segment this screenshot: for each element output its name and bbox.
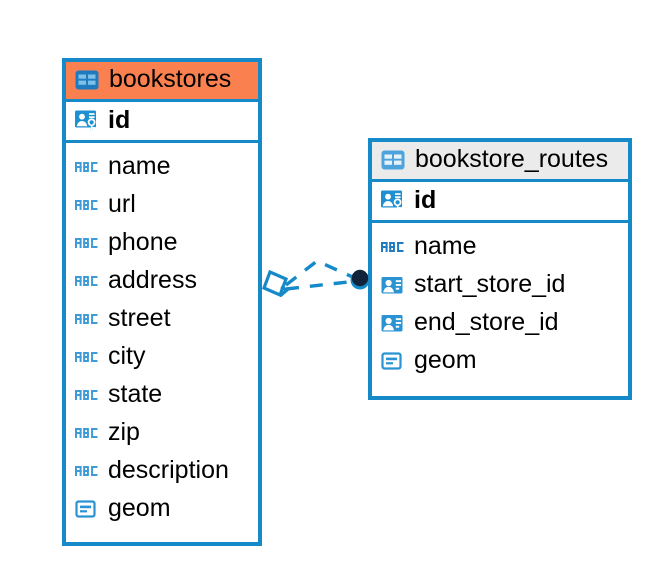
table-icon <box>380 147 406 173</box>
field-label-city: city <box>108 342 146 371</box>
text-abc-icon <box>74 192 100 218</box>
field-row-start-store-id[interactable]: start_store_id <box>380 266 620 304</box>
field-row-name[interactable]: name <box>380 228 620 266</box>
field-row-zip[interactable]: zip <box>74 414 250 452</box>
connector-line-upper <box>284 259 358 287</box>
field-label-address: address <box>108 266 197 295</box>
field-label-name: name <box>414 232 477 261</box>
field-label-street: street <box>108 304 171 333</box>
field-row-pk-bookstore-routes-id[interactable]: id <box>372 182 628 223</box>
entity-header-bookstores[interactable]: bookstores <box>66 62 258 102</box>
diamond-marker <box>261 269 290 298</box>
primary-key-icon <box>74 107 100 133</box>
field-label-phone: phone <box>108 228 178 257</box>
text-abc-icon <box>74 154 100 180</box>
field-label-name: name <box>108 152 171 181</box>
primary-key-icon <box>380 187 406 213</box>
text-abc-icon <box>74 458 100 484</box>
entity-title-bookstores: bookstores <box>109 65 232 93</box>
entity-header-bookstore-routes[interactable]: bookstore_routes <box>372 142 628 182</box>
field-row-description[interactable]: description <box>74 452 250 490</box>
field-label-url: url <box>108 190 136 219</box>
field-row-geom[interactable]: geom <box>74 490 250 528</box>
filled-circle-marker <box>350 269 370 290</box>
geometry-icon <box>74 496 100 522</box>
field-row-end-store-id[interactable]: end_store_id <box>380 304 620 342</box>
field-label-zip: zip <box>108 418 140 447</box>
text-abc-icon <box>74 306 100 332</box>
field-label-geom: geom <box>108 494 171 523</box>
text-abc-icon <box>380 234 406 260</box>
text-abc-icon <box>74 382 100 408</box>
field-label-pk-bookstores-id: id <box>108 105 131 134</box>
entity-bookstore-routes[interactable]: bookstore_routes id <box>368 138 632 400</box>
field-row-geom[interactable]: geom <box>380 342 620 380</box>
field-label-geom: geom <box>414 346 477 375</box>
field-row-address[interactable]: address <box>74 262 250 300</box>
field-row-pk-bookstores-id[interactable]: id <box>66 102 258 143</box>
field-row-city[interactable]: city <box>74 338 250 376</box>
table-icon <box>74 67 100 93</box>
text-abc-icon <box>74 344 100 370</box>
field-row-street[interactable]: street <box>74 300 250 338</box>
foreign-key-icon <box>380 310 406 336</box>
entity-bookstores[interactable]: bookstores id <box>62 58 262 546</box>
field-label-end-store-id: end_store_id <box>414 308 559 337</box>
field-row-url[interactable]: url <box>74 186 250 224</box>
field-row-name[interactable]: name <box>74 148 250 186</box>
text-abc-icon <box>74 268 100 294</box>
field-label-description: description <box>108 456 229 485</box>
entity-fields-bookstores: name <box>66 143 258 534</box>
text-abc-icon <box>74 420 100 446</box>
field-label-start-store-id: start_store_id <box>414 270 566 299</box>
text-abc-icon <box>74 230 100 256</box>
field-row-state[interactable]: state <box>74 376 250 414</box>
geometry-icon <box>380 348 406 374</box>
field-label-state: state <box>108 380 163 409</box>
field-row-phone[interactable]: phone <box>74 224 250 262</box>
field-label-pk-bookstore-routes-id: id <box>414 185 437 214</box>
entity-title-bookstore-routes: bookstore_routes <box>415 145 609 173</box>
entity-fields-bookstore-routes: name start_store_id <box>372 223 628 386</box>
connector-line-lower <box>285 279 358 291</box>
foreign-key-icon <box>380 272 406 298</box>
